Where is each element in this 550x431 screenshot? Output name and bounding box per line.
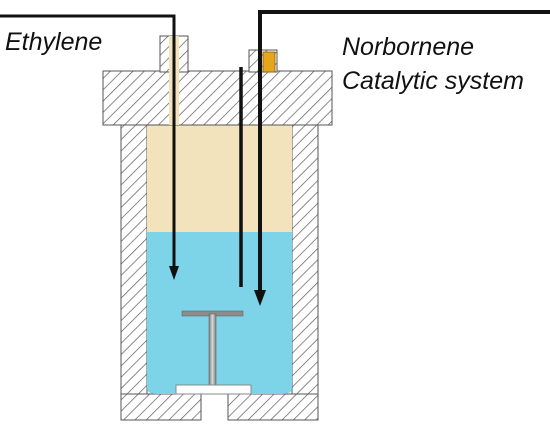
catalyst-feed-line (254, 10, 550, 306)
ethylene-feed-line (0, 14, 179, 280)
gas-phase (147, 125, 292, 232)
catalyst-arrow-head (254, 290, 266, 306)
label-ethylene: Ethylene (5, 28, 102, 56)
ethylene-arrow-head (169, 266, 179, 280)
label-catalytic-system: Catalytic system (342, 67, 524, 95)
reactor-lid (102, 35, 333, 126)
label-norbornene: Norbornene (342, 33, 474, 61)
injection-port-plug (262, 51, 276, 73)
stir-bar (175, 384, 252, 395)
